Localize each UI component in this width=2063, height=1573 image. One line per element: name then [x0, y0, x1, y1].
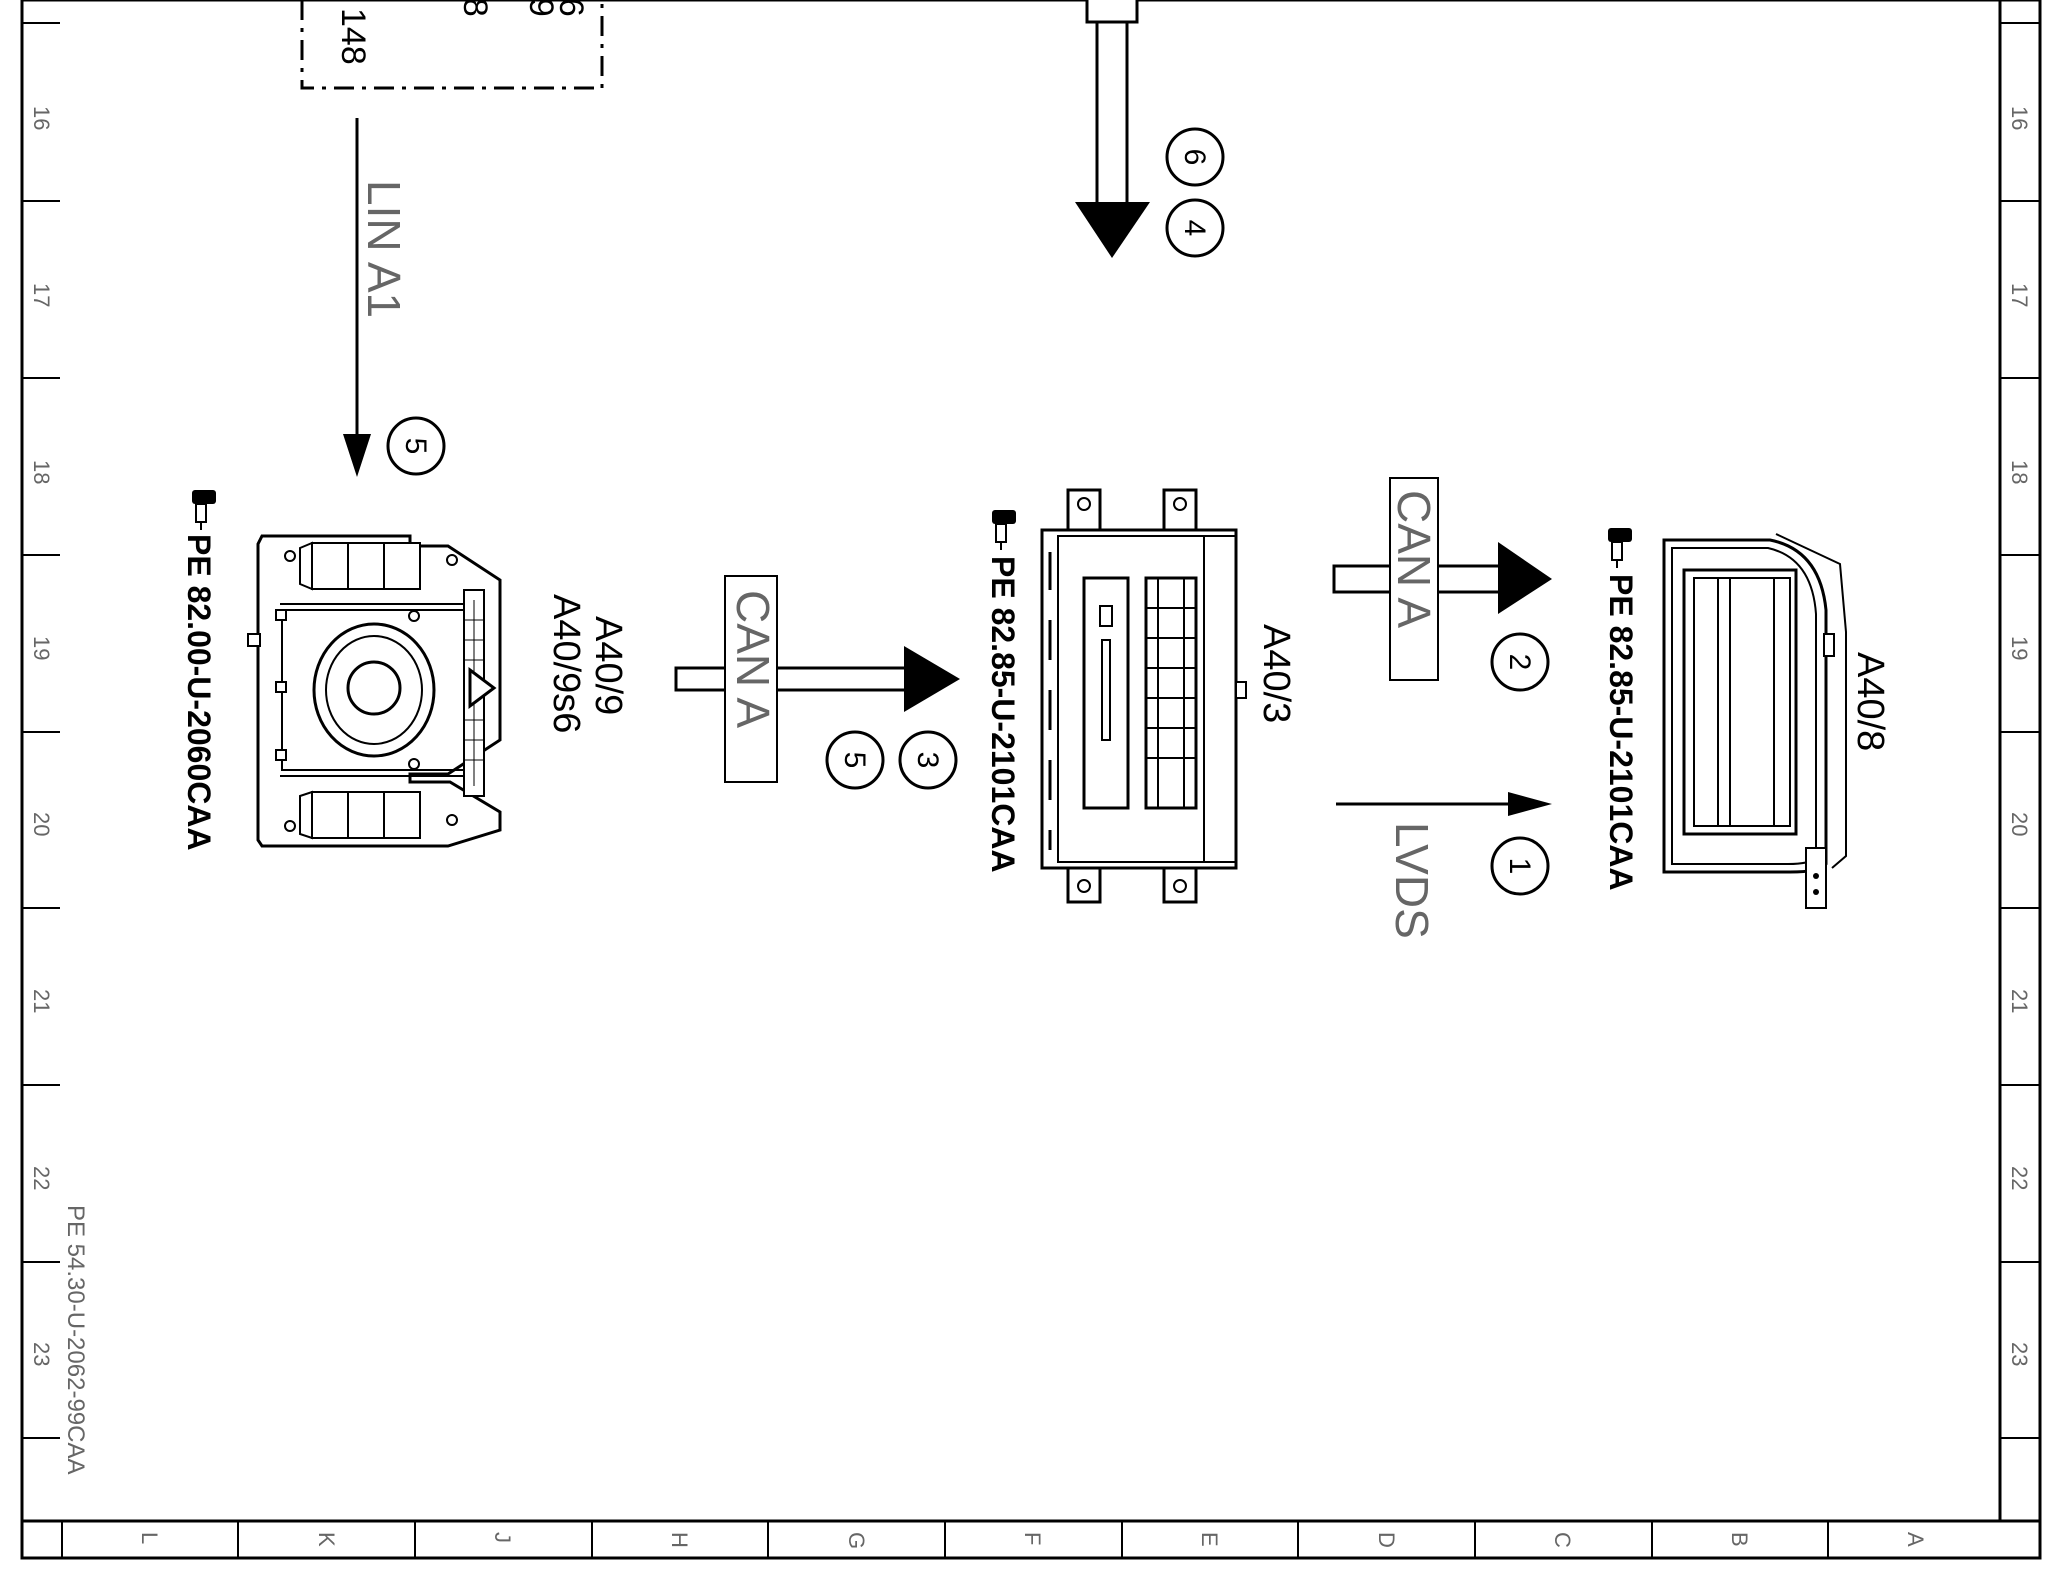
lin-bus-label: LIN A1: [358, 180, 410, 318]
row-label: 23: [29, 1342, 54, 1366]
pointing-hand-icon: [992, 510, 1016, 550]
component-a40-8[interactable]: PE 82.85-U-2101CAA A40/8: [1603, 528, 1891, 909]
col-label: B: [1727, 1532, 1752, 1547]
col-label: D: [1374, 1532, 1399, 1548]
box-value: 498: [456, 0, 494, 17]
row-labels-right: 16 17 18 19 20 21 22 23: [2007, 106, 2032, 1366]
pointing-hand-icon: [1608, 528, 1632, 568]
connector-box-top: 148 386 389 498: [300, 0, 604, 90]
document-ref: PE 82.00-U-2060CAA: [181, 534, 217, 851]
row-label: 22: [2007, 1166, 2032, 1190]
row-label: 16: [2007, 106, 2032, 130]
col-label: F: [1020, 1532, 1045, 1545]
marker-number: 5: [838, 752, 871, 769]
row-label: 21: [2007, 989, 2032, 1013]
row-label: 16: [29, 106, 54, 130]
marker-number: 5: [399, 438, 432, 455]
row-label: 18: [2007, 460, 2032, 484]
can-bus-arrow-2: CAN A 2: [1332, 477, 1552, 692]
can-bus-label: CAN A: [727, 590, 779, 728]
document-ref: PE 82.85-U-2101CAA: [1603, 574, 1639, 891]
column-labels: L K J H G F E D C B A: [137, 1532, 1928, 1549]
row-label: 17: [2007, 283, 2032, 307]
lin-bus-arrow: LIN A1 5: [343, 118, 446, 477]
col-label: G: [844, 1532, 869, 1549]
input-bus-arrow-top: 6 4: [1075, 0, 1225, 258]
row-label: 23: [2007, 1342, 2032, 1366]
row-labels-left: 16 17 18 19 20 21 22 23: [29, 106, 54, 1366]
col-label: E: [1197, 1532, 1222, 1547]
component-a40-3[interactable]: PE 82.85-U-2101CAA A40/3: [985, 488, 1297, 904]
row-label: 19: [2007, 636, 2032, 660]
row-label: 19: [29, 636, 54, 660]
row-label: 20: [2007, 812, 2032, 836]
marker-number: 3: [911, 752, 944, 769]
box-value: 386: [552, 0, 590, 17]
document-ref: PE 82.85-U-2101CAA: [985, 556, 1021, 873]
row-label: 17: [29, 283, 54, 307]
lvds-arrow: LVDS 1: [1336, 792, 1552, 939]
marker-number: 1: [1503, 858, 1536, 875]
component-ref: A40/3: [1255, 624, 1297, 723]
lvds-label: LVDS: [1386, 822, 1438, 939]
component-ref-secondary: A40/9s6: [545, 594, 587, 733]
component-a40-9[interactable]: PE 82.00-U-2060CAA: [181, 490, 629, 851]
marker-number: 2: [1503, 654, 1536, 671]
can-bus-label: CAN A: [1388, 490, 1440, 628]
row-label: 18: [29, 460, 54, 484]
box-value: 389: [522, 0, 560, 17]
col-label: J: [490, 1532, 515, 1543]
row-label: 20: [29, 812, 54, 836]
marker-number: 4: [1178, 220, 1211, 237]
box-value: 148: [334, 8, 372, 65]
col-label: A: [1903, 1532, 1928, 1547]
can-bus-arrow-1: CAN A 5 3: [674, 575, 960, 790]
row-label: 22: [29, 1166, 54, 1190]
col-label: C: [1550, 1532, 1575, 1548]
marker-number: 6: [1178, 149, 1211, 166]
row-label: 21: [29, 989, 54, 1013]
pointing-hand-icon: [192, 490, 216, 530]
col-label: L: [137, 1532, 162, 1544]
document-id: PE 54.30-U-2062-99CAA: [62, 1205, 89, 1474]
col-label: K: [314, 1532, 339, 1547]
component-ref: A40/8: [1849, 652, 1891, 751]
col-label: H: [667, 1532, 692, 1548]
component-ref: A40/9: [587, 616, 629, 715]
frame: [20, 0, 2042, 1560]
